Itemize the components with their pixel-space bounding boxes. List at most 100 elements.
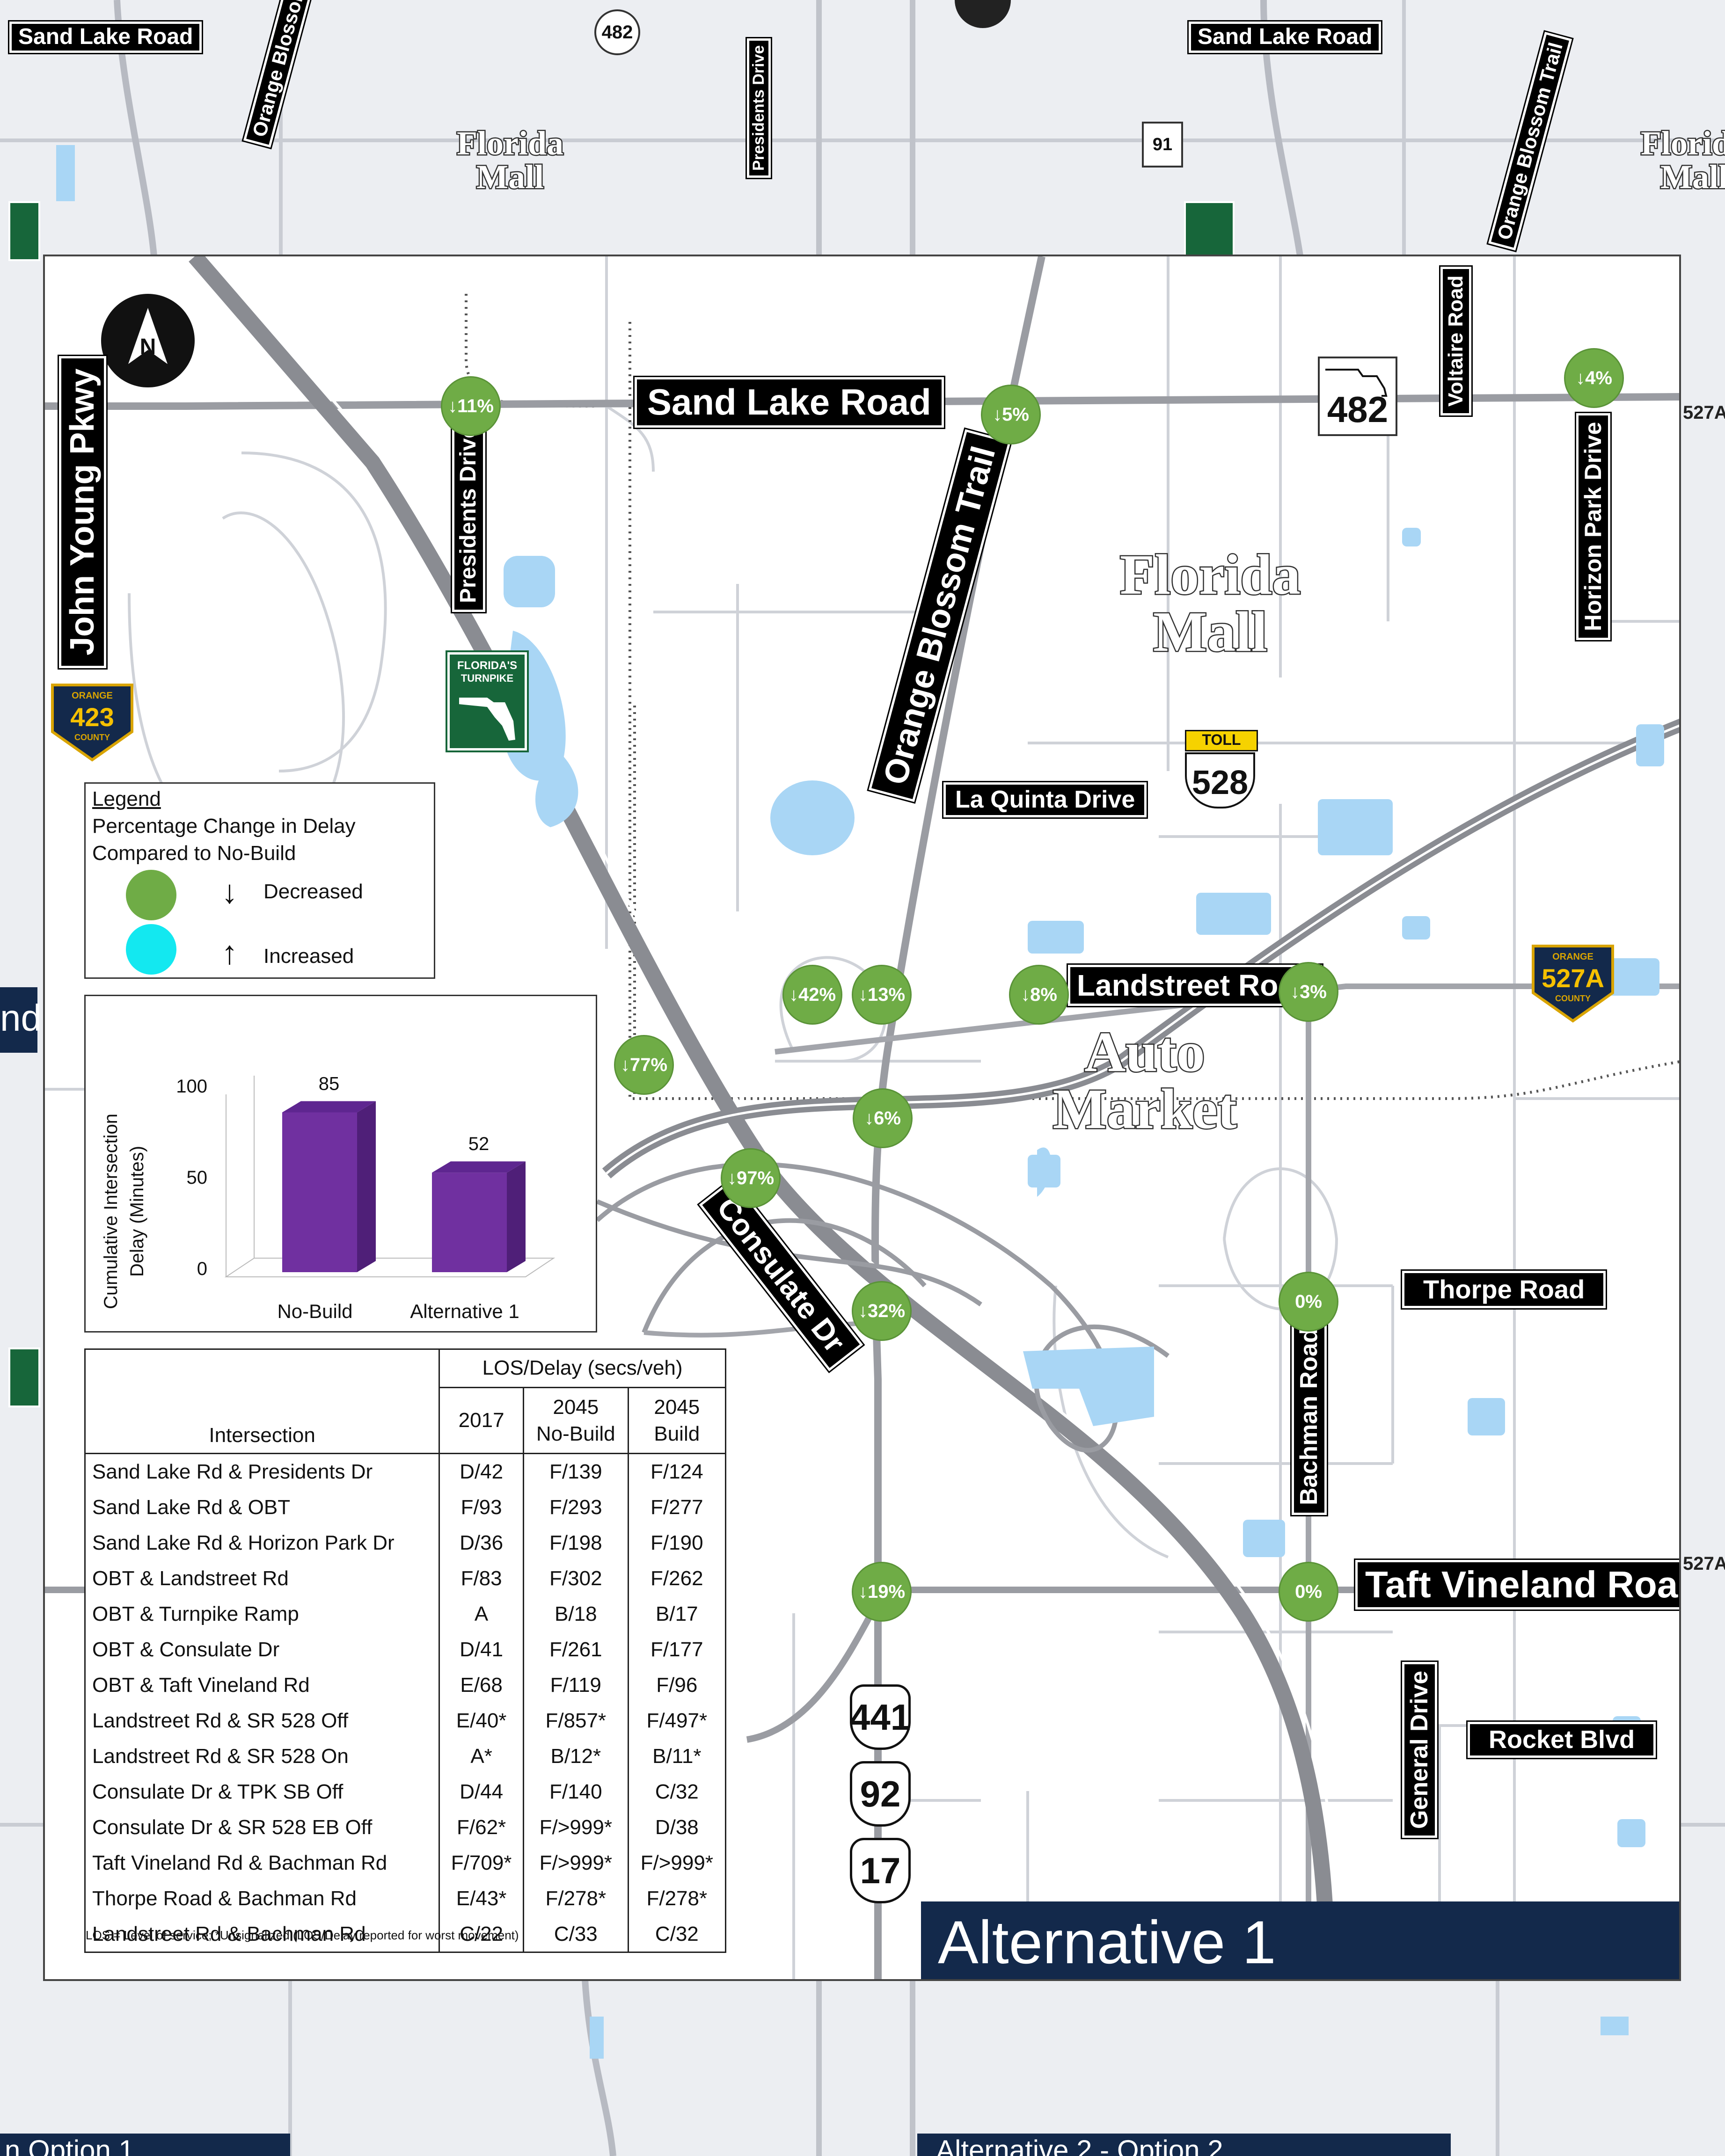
delay-marker-taft-vineland-bachman[interactable]: 0%: [1279, 1562, 1338, 1622]
delay-marker-sand-lake-presidents[interactable]: ↓11%: [441, 376, 501, 436]
bg-turnpike-shield-left: [8, 201, 40, 261]
los-cell-value: F/96: [656, 1674, 698, 1697]
bg-bottom-banner-right-text: Alternative 2 - Option 2: [936, 2136, 1223, 2156]
delay-marker-obt-turnpike-ramp[interactable]: ↓6%: [853, 1088, 913, 1148]
chart-bar-top: [282, 1101, 376, 1113]
los-cell-value: F/857*: [523, 1703, 629, 1739]
los-col-2045-build-year: 2045: [654, 1395, 700, 1419]
delay-marker-obt-consulate[interactable]: ↓32%: [852, 1281, 912, 1341]
shield-cr-423-top: ORANGE: [72, 691, 113, 701]
los-cell-value: F/198: [523, 1525, 629, 1561]
arrow-down-icon: ↓: [221, 874, 238, 910]
shield-cr-527a-bottom: COUNTY: [1555, 994, 1591, 1003]
delay-marker-landstreet-528[interactable]: ↓8%: [1009, 965, 1069, 1025]
bg-shield-527a-lower: 527A: [1683, 1553, 1725, 1574]
los-cell-intersection: Consulate Dr & TPK SB Off: [86, 1774, 440, 1810]
chart-ytick-label: 100: [176, 1076, 207, 1097]
los-col-2017: 2017: [439, 1387, 524, 1455]
bg-presidents-drive: Presidents Drive: [747, 38, 771, 178]
los-cell-value: F/302: [523, 1561, 629, 1596]
shield-toll-528: TOLL 528: [1185, 730, 1260, 823]
legend-increased-swatch: [126, 924, 176, 975]
label-taft-vineland-road: Taft Vineland Road: [1355, 1560, 1679, 1610]
chart-bar: [432, 1173, 507, 1272]
bg-turnpike-shield-right: [1184, 201, 1235, 261]
los-footnote: LOS = Level of service; *Unsignalized (L…: [86, 1928, 519, 1942]
los-cell-value: F/278*: [646, 1887, 708, 1910]
arrow-up-icon: ↑: [221, 934, 238, 971]
los-cell-value: F/83: [439, 1561, 524, 1596]
chart-data-label: 52: [468, 1134, 490, 1154]
los-cell-value: D/36: [439, 1525, 524, 1561]
los-cell-value: D/38: [655, 1816, 699, 1839]
chart-bar: [282, 1112, 357, 1272]
delay-marker-consulate-528[interactable]: ↓97%: [721, 1148, 781, 1208]
delay-marker-landstreet-bachman[interactable]: ↓3%: [1279, 962, 1338, 1022]
los-cell-value: F/>999*: [640, 1851, 713, 1874]
delay-marker-landstreet-west[interactable]: ↓42%: [782, 965, 842, 1025]
los-col-2045-nobuild-label: No-Build: [536, 1422, 615, 1445]
bg-bottom-banner-left-text: n Option 1: [5, 2136, 134, 2156]
los-cell-value: F/62*: [439, 1810, 524, 1845]
shield-cr-527a-number: 527A: [1542, 963, 1604, 993]
shield-cr-423-bottom: COUNTY: [74, 733, 110, 742]
los-col-2045-build: 2045 Build: [628, 1387, 725, 1455]
los-cell-intersection: OBT & Consulate Dr: [86, 1632, 440, 1668]
label-bachman-road: Bachman Road: [1292, 1318, 1327, 1515]
los-cell-value: C/32: [655, 1780, 699, 1803]
los-cell-value: E/43*: [439, 1881, 524, 1916]
delay-marker-sand-lake-horizon-park[interactable]: ↓4%: [1564, 348, 1624, 408]
los-table-group-header-row: Intersection LOS/Delay (secs/veh): [86, 1350, 725, 1454]
area-florida-mall: Florida Mall: [1118, 543, 1301, 663]
north-arrow-icon: N: [101, 294, 195, 387]
alternative-title-banner: Alternative 1: [921, 1901, 1679, 1979]
north-arrow-label: N: [139, 335, 156, 359]
los-cell-intersection: Sand Lake Rd & Presidents Dr: [86, 1453, 440, 1490]
area-auto-market: Auto Market: [1052, 1020, 1238, 1141]
label-thorpe-road: Thorpe Road: [1402, 1271, 1606, 1308]
delay-marker-sand-lake-obt[interactable]: ↓5%: [981, 385, 1041, 444]
los-col-intersection: Intersection: [86, 1350, 440, 1454]
los-table-col-header-row: 2017 2045 No-Build 2045 Build: [86, 1387, 725, 1455]
bg-sand-lake-road-right: Sand Lake Road: [1189, 22, 1381, 53]
los-cell-value: D/41: [439, 1632, 524, 1668]
shield-cr-423: ORANGE 423 COUNTY: [48, 680, 137, 765]
delay-marker-obt-taft-vineland[interactable]: ↓19%: [852, 1562, 912, 1622]
bg-left-edge-text: nd: [0, 997, 42, 1039]
shield-sr-482-number: 482: [1327, 389, 1389, 430]
legend-line-1: Percentage Change in Delay: [92, 815, 356, 838]
los-cell-value: D/44: [439, 1774, 524, 1810]
delay-marker-consulate-tpk[interactable]: ↓77%: [614, 1035, 674, 1095]
los-cell-value: F/139: [523, 1453, 629, 1490]
shield-us-17: 17: [850, 1838, 911, 1903]
los-cell-intersection: Consulate Dr & SR 528 EB Off: [86, 1810, 440, 1845]
chart-bar-top: [432, 1161, 526, 1173]
chart-bar-side: [507, 1161, 526, 1272]
los-cell-value: C/33: [523, 1916, 629, 1952]
los-cell-value: F/>999*: [523, 1810, 629, 1845]
shield-cr-527a: ORANGE 527A COUNTY: [1528, 941, 1617, 1026]
bg-turnpike-shield-left-lower: [8, 1348, 40, 1407]
north-arrow-glyph: [128, 308, 168, 364]
chart-bar-side: [357, 1101, 376, 1272]
los-cell-intersection: OBT & Taft Vineland Rd: [86, 1668, 440, 1703]
los-cell-intersection: OBT & Turnpike Ramp: [86, 1596, 440, 1632]
delay-marker-thorpe-bachman[interactable]: 0%: [1279, 1272, 1338, 1332]
los-cell-value: F/293: [523, 1490, 629, 1525]
los-cell-intersection: Sand Lake Rd & Horizon Park Dr: [86, 1525, 440, 1561]
los-cell-value: D/42: [439, 1453, 524, 1490]
los-cell-value: A*: [439, 1739, 524, 1774]
bg-shield-527a: 527A: [1683, 402, 1725, 423]
los-cell-intersection: Thorpe Road & Bachman Rd: [86, 1881, 440, 1916]
los-cell-intersection: Landstreet Rd & SR 528 On: [86, 1739, 440, 1774]
delay-marker-obt-landstreet[interactable]: ↓13%: [852, 965, 912, 1025]
